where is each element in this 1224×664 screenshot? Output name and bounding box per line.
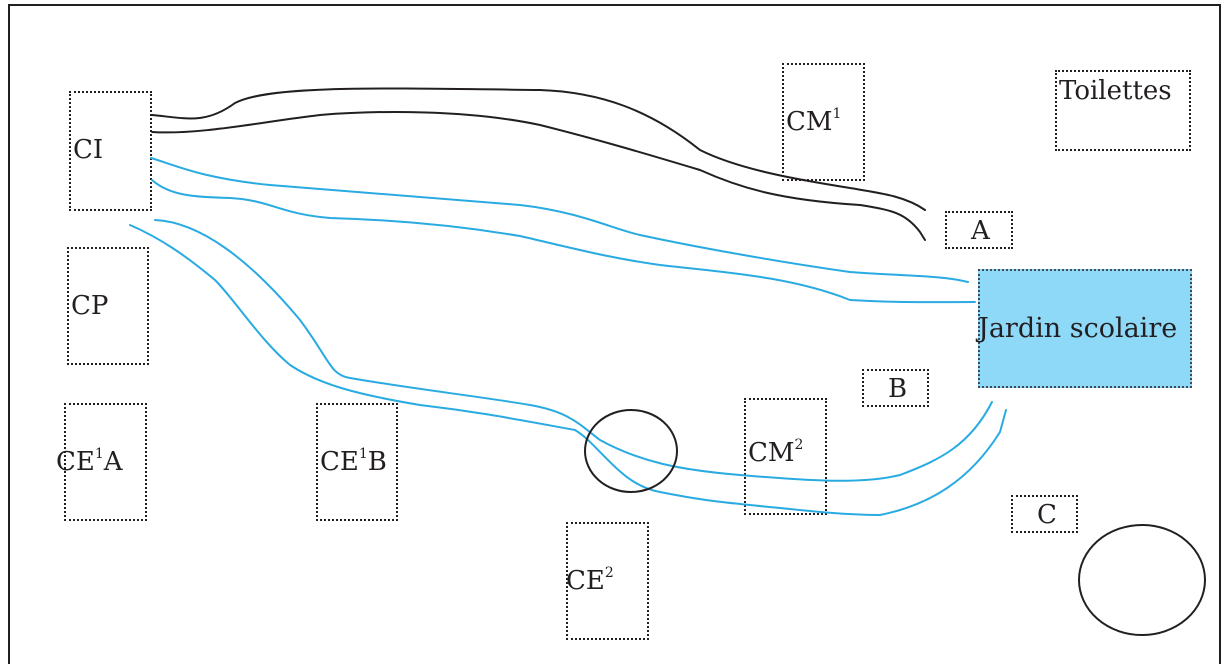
spot-c-label: C xyxy=(1037,500,1057,530)
room-ce1b-label: CE1B xyxy=(320,446,387,477)
spot-b: B xyxy=(862,369,929,407)
spot-b-label: B xyxy=(888,374,908,404)
room-cm1-label: CM1 xyxy=(786,106,842,137)
spot-a: A xyxy=(945,211,1013,249)
paths-layer xyxy=(129,87,1206,636)
circle-obstacle-1 xyxy=(584,409,678,493)
black-path-lower xyxy=(151,111,926,241)
spot-c: C xyxy=(1011,495,1078,533)
toilettes: Toilettes xyxy=(1055,70,1191,151)
room-ce1a-sup: 1 xyxy=(94,446,104,462)
jardin-scolaire-label: Jardin scolaire xyxy=(978,313,1178,344)
schoolyard-frame xyxy=(8,4,1221,664)
circle-obstacle-2 xyxy=(1078,524,1206,636)
room-ce1b-sup: 1 xyxy=(358,446,368,462)
room-ce1a-label: CE1A xyxy=(56,446,123,477)
room-cm1: CM1 xyxy=(782,63,865,181)
room-cm2: CM2 xyxy=(744,398,827,515)
room-cm2-label: CM2 xyxy=(748,437,804,468)
room-ce2-sup: 2 xyxy=(604,565,614,581)
room-ce1b: CE1B xyxy=(316,403,398,521)
spot-a-label: A xyxy=(971,216,990,246)
room-ci: CI xyxy=(69,91,152,211)
toilettes-label: Toilettes xyxy=(1059,76,1172,106)
blue-path-1 xyxy=(150,157,969,283)
blue-path-3 xyxy=(154,219,993,482)
room-ce2: CE2 xyxy=(566,522,649,640)
room-cp: CP xyxy=(67,247,149,365)
black-path-upper xyxy=(151,87,926,211)
room-ce1a: CE1A xyxy=(56,403,147,521)
jardin-scolaire: Jardin scolaire xyxy=(978,269,1192,388)
room-cm1-sup: 1 xyxy=(832,106,842,122)
room-cm2-sup: 2 xyxy=(794,437,804,453)
room-ci-label: CI xyxy=(73,135,104,165)
room-cp-label: CP xyxy=(71,291,109,321)
blue-path-2 xyxy=(151,179,976,304)
blue-path-4 xyxy=(129,224,1007,516)
room-ce2-label: CE2 xyxy=(566,565,614,596)
